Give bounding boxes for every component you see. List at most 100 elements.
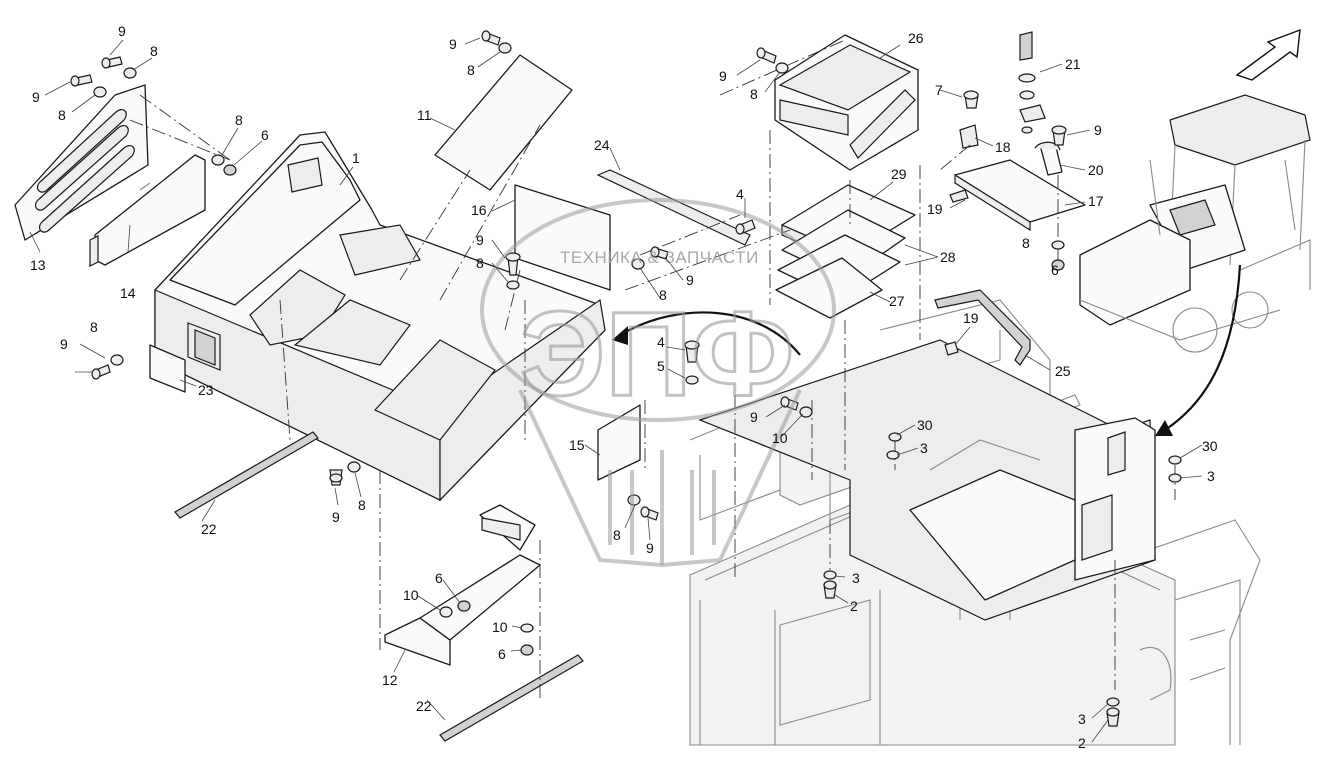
callout-9: 9 — [646, 540, 654, 556]
bolt-icon — [735, 219, 756, 235]
callout-25: 25 — [1055, 363, 1071, 379]
bolt-icon — [70, 74, 93, 87]
callout-3: 3 — [852, 570, 860, 586]
callout-8: 8 — [358, 497, 366, 513]
callout-5: 5 — [657, 358, 665, 374]
part-12-bracket — [384, 504, 541, 666]
bolt-icon — [650, 246, 669, 260]
installed-hood — [698, 339, 1156, 621]
part-23-cover — [149, 344, 186, 393]
bolt-icon — [684, 340, 700, 363]
washer-icon — [685, 375, 699, 385]
bolt-icon — [481, 30, 501, 46]
washer-icon — [123, 67, 137, 79]
callout-15: 15 — [569, 437, 585, 453]
leader-lines — [29, 37, 1203, 743]
nut-icon — [1051, 259, 1065, 271]
callout-14: 14 — [120, 285, 136, 301]
callout-8: 8 — [235, 112, 243, 128]
callout-10: 10 — [492, 619, 508, 635]
callout-23: 23 — [198, 382, 214, 398]
washer-icon — [1051, 240, 1065, 250]
callout-24: 24 — [594, 137, 610, 153]
part-25-rod — [934, 289, 1031, 366]
callout-8: 8 — [150, 43, 158, 59]
washer-icon — [886, 450, 900, 460]
part-16-plate — [514, 184, 611, 291]
nut-icon — [457, 600, 471, 612]
callout-27: 27 — [889, 293, 905, 309]
callout-6: 6 — [261, 127, 269, 143]
callout-4: 4 — [736, 186, 744, 202]
callout-3: 3 — [1207, 468, 1215, 484]
nut-icon — [223, 164, 237, 176]
callout-12: 12 — [382, 672, 398, 688]
callout-8: 8 — [659, 287, 667, 303]
washer-icon — [439, 606, 453, 618]
bolt-icon — [91, 364, 111, 380]
callout-26: 26 — [908, 30, 924, 46]
callout-10: 10 — [403, 587, 419, 603]
part-27-29-pads — [775, 184, 916, 319]
callout-8: 8 — [1022, 235, 1030, 251]
callout-9: 9 — [476, 232, 484, 248]
callout-30: 30 — [917, 417, 933, 433]
callout-9: 9 — [1094, 122, 1102, 138]
washer-icon — [211, 154, 225, 166]
washer-icon — [520, 623, 534, 633]
direction-arrow-icon — [1235, 28, 1301, 81]
callout-9: 9 — [60, 336, 68, 352]
callout-16: 16 — [471, 202, 487, 218]
part-14-bracket — [89, 154, 206, 267]
callout-6: 6 — [435, 570, 443, 586]
callout-8: 8 — [613, 527, 621, 543]
callout-9: 9 — [449, 36, 457, 52]
vehicle-overview — [1079, 94, 1311, 353]
bolt-icon — [1106, 707, 1120, 727]
callout-8: 8 — [58, 107, 66, 123]
callout-30: 30 — [1202, 438, 1218, 454]
bolt-icon — [101, 56, 123, 69]
washer-icon — [1106, 697, 1120, 707]
bolt-icon — [780, 396, 799, 411]
callout-8: 8 — [476, 255, 484, 271]
callout-6: 6 — [498, 646, 506, 662]
washer-icon — [1168, 473, 1182, 483]
callout-7: 7 — [935, 82, 943, 98]
washer-icon — [631, 258, 645, 270]
washer-icon — [775, 62, 789, 74]
callout-20: 20 — [1088, 162, 1104, 178]
callout-6: 6 — [1051, 262, 1059, 278]
bolt-icon — [823, 580, 837, 599]
callout-9: 9 — [332, 509, 340, 525]
callout-22: 22 — [416, 698, 432, 714]
part-13-side-panel — [14, 84, 149, 241]
callout-19: 19 — [927, 201, 943, 217]
centerlines — [129, 39, 1176, 700]
nut-icon — [520, 644, 534, 656]
watermark-logo: ЭПФ — [520, 287, 794, 421]
bolt-icon — [963, 90, 979, 109]
bolt-icon — [1051, 125, 1067, 146]
washer-icon — [506, 280, 520, 290]
callout-13: 13 — [30, 257, 46, 273]
part-22-rods — [174, 431, 584, 742]
callout-21: 21 — [1065, 56, 1081, 72]
washer-icon — [498, 42, 512, 54]
callout-3: 3 — [1078, 711, 1086, 727]
watermark-text: ТЕХНИКА & ЗАПЧАСТИ — [560, 248, 759, 267]
part-26-box — [774, 34, 919, 171]
washer-icon — [110, 354, 124, 366]
bolt-icon — [640, 506, 659, 521]
callout-2: 2 — [850, 598, 858, 614]
callout-9: 9 — [719, 68, 727, 84]
washer-icon — [888, 432, 902, 442]
bolt-icon — [329, 469, 343, 486]
callout-3: 3 — [920, 440, 928, 456]
part-15-plate — [597, 404, 641, 481]
callout-29: 29 — [891, 166, 907, 182]
washer-icon — [347, 461, 361, 473]
part-11-plate — [434, 54, 573, 191]
callout-2: 2 — [1078, 735, 1086, 751]
